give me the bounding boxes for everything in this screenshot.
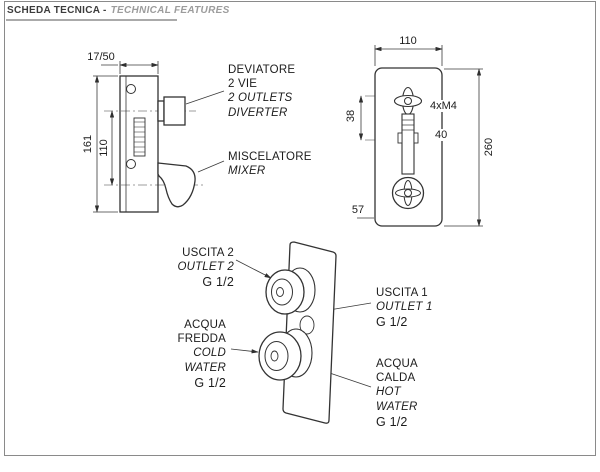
label-line: MISCELATORE	[228, 151, 312, 163]
label-line: OUTLET 2	[177, 261, 234, 274]
label-hot-water: ACQUA CALDA HOT WATER G 1/2	[376, 357, 456, 429]
plate-view-drawing	[374, 67, 443, 227]
dimension-total-height: 161	[82, 130, 94, 158]
thread-size: G 1/2	[376, 414, 408, 429]
label-line: DEVIATORE	[228, 64, 296, 76]
dimension-plate-width: 110	[394, 35, 422, 47]
label-line: FREDDA	[177, 333, 226, 346]
label-line: HOT	[376, 386, 401, 399]
thread-size: G 1/2	[376, 315, 408, 330]
thread-size: G 1/2	[202, 275, 234, 290]
label-line: OUTLET 1	[376, 301, 433, 314]
label-line: 2 OUTLETS	[228, 92, 293, 105]
label-mixer: MISCELATORE MIXER	[228, 150, 320, 178]
label-line: ACQUA	[184, 319, 226, 331]
label-line: USCITA 2	[182, 247, 234, 259]
label-outlet-1: USCITA 1 OUTLET 1 G 1/2	[376, 286, 456, 330]
label-screws: 4xM4	[429, 100, 469, 112]
label-line: MIXER	[228, 165, 266, 178]
label-line: CALDA	[376, 372, 416, 385]
perspective-view-drawing	[258, 241, 337, 424]
dimension-center-offset: 57	[347, 204, 369, 216]
front-view-dimensions	[93, 61, 225, 213]
page-header: SCHEDA TECNICA -TECHNICAL FEATURES	[7, 5, 230, 16]
label-line: USCITA 1	[376, 287, 428, 299]
label-cold-water: ACQUA FREDDA COLD WATER G 1/2	[146, 318, 226, 390]
label-line: WATER	[184, 361, 226, 374]
page-border	[4, 1, 596, 456]
label-line: 2 VIE	[228, 78, 258, 91]
dimension-plate-height: 260	[483, 133, 495, 161]
front-view-drawing	[119, 75, 196, 213]
header-title-italian: SCHEDA TECNICA -	[7, 5, 107, 16]
dimension-centers-height: 110	[98, 134, 110, 162]
label-diverter: DEVIATORE 2 VIE 2 OUTLETS DIVERTER	[228, 63, 320, 120]
thread-size: G 1/2	[194, 375, 226, 390]
dimension-handle-offset: 38	[345, 104, 357, 128]
dimension-screw-spacing: 40	[434, 129, 454, 141]
label-line: WATER	[376, 400, 418, 413]
label-line: DIVERTER	[228, 106, 288, 119]
label-outlet-2: USCITA 2 OUTLET 2 G 1/2	[152, 246, 234, 290]
label-line: ACQUA	[376, 358, 418, 370]
dimension-depth: 17/50	[84, 51, 118, 63]
header-title-english: TECHNICAL FEATURES	[110, 5, 230, 16]
label-line: COLD	[193, 347, 226, 360]
